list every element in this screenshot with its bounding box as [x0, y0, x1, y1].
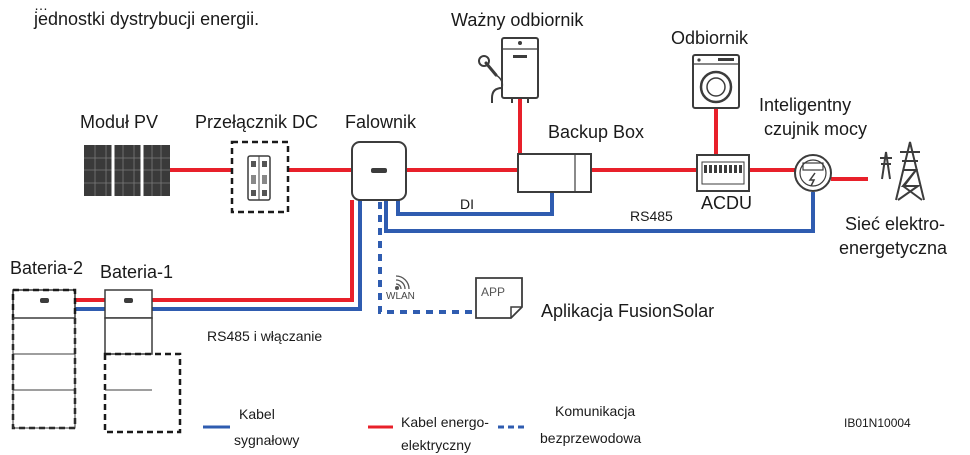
di-label: DI [460, 196, 474, 212]
rs485-enable-label: RS485 i włączanie [207, 328, 323, 344]
signal-cable-battery [152, 200, 362, 311]
power-cables [75, 98, 868, 302]
water-heater-icon [478, 37, 539, 103]
app-icon [475, 277, 523, 319]
acdu-icon [696, 154, 750, 192]
inverter-label: Falownik [345, 112, 417, 132]
dc-switch-icon [230, 140, 290, 214]
load-label: Odbiornik [671, 28, 749, 48]
important-load-label: Ważny odbiornik [451, 10, 584, 30]
dc-switch-label: Przełącznik DC [195, 112, 319, 132]
wlan-icon [394, 275, 410, 291]
pv-module-icon [84, 145, 170, 196]
wireless-link [378, 202, 474, 314]
smart-meter-label-2: czujnik mocy [764, 119, 868, 139]
rs485-label: RS485 [630, 208, 673, 224]
legend-power-line-1: Kabel energo- [401, 414, 489, 430]
figure-id: IB01N10004 [844, 416, 911, 430]
wlan-icon-text: WLAN [386, 291, 415, 302]
backup-box-label: Backup Box [548, 122, 645, 142]
battery-1-icon [103, 289, 182, 434]
inverter-icon [351, 141, 407, 201]
legend-wireless-line-2: bezprzewodowa [540, 430, 642, 446]
pv-module-label: Moduł PV [80, 112, 159, 132]
grid-tower-icon [880, 141, 925, 201]
legend-signal-line-1: Kabel [239, 406, 275, 422]
grid-label-2: energetyczna [839, 238, 948, 258]
signal-cable-di [396, 192, 554, 216]
battery-2-label: Bateria-2 [10, 258, 84, 278]
app-icon-text: APP [481, 285, 506, 299]
legend-signal-line-2: sygnałowy [234, 432, 300, 448]
app-name-label: Aplikacja FusionSolar [541, 301, 715, 321]
signal-cable-rs485 [384, 192, 815, 233]
power-cable-battery [152, 200, 354, 302]
legend-power-line-2: elektryczny [401, 437, 472, 453]
washing-machine-icon [692, 54, 740, 109]
grid-label-1: Sieć elektro- [845, 214, 946, 234]
battery-2-icon [11, 288, 77, 430]
smart-meter-label-1: Inteligentny [759, 95, 852, 115]
smart-power-sensor-icon [794, 154, 832, 192]
intro-line-1: … [34, 0, 48, 13]
backup-box-icon [517, 153, 592, 193]
signal-cables [75, 192, 815, 311]
battery-1-label: Bateria-1 [100, 262, 174, 282]
legend-wireless-line-1: Komunikacja [555, 403, 636, 419]
acdu-label: ACDU [701, 193, 753, 213]
intro-line-2: jednostki dystrybucji energii. [34, 9, 260, 29]
